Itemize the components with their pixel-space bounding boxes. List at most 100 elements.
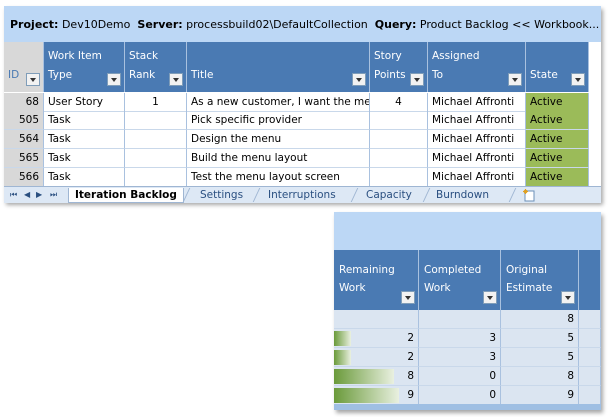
column-header-title-label: Title — [191, 69, 214, 81]
column-header-state[interactable]: State — [526, 42, 589, 92]
cell-title[interactable]: Build the menu layout — [187, 149, 370, 168]
tab-settings[interactable]: Settings — [200, 189, 244, 201]
cell-points[interactable] — [370, 168, 428, 187]
cell-completed[interactable]: 0 — [419, 367, 501, 386]
query-value: Product Backlog << Workbook... — [419, 18, 600, 31]
remaining-filter-dropdown-icon[interactable] — [401, 291, 415, 304]
cell-completed[interactable]: 3 — [419, 348, 501, 367]
cell-state[interactable]: Active — [526, 149, 589, 168]
cell-points[interactable] — [370, 130, 428, 149]
cell-original[interactable]: 8 — [501, 367, 579, 386]
cell-pad — [579, 367, 601, 386]
cell-assigned[interactable]: Michael Affronti — [428, 168, 526, 187]
cell-original[interactable]: 5 — [501, 348, 579, 367]
cell-state[interactable]: Active — [526, 93, 589, 112]
cell-assigned[interactable]: Michael Affronti — [428, 111, 526, 130]
cell-type[interactable]: User Story — [44, 93, 125, 112]
cell-rank[interactable] — [125, 149, 187, 168]
cell-assigned[interactable]: Michael Affronti — [428, 93, 526, 112]
cell-id[interactable]: 565 — [4, 149, 44, 168]
column-header-assigned-to[interactable]: Assigned To — [428, 42, 526, 92]
first-sheet-icon[interactable]: ⏮ — [10, 190, 18, 199]
cell-completed-value: 3 — [489, 332, 496, 344]
cell-rank[interactable] — [125, 111, 187, 130]
cell-points[interactable] — [370, 149, 428, 168]
rank-filter-dropdown-icon[interactable] — [169, 73, 183, 86]
cell-assigned[interactable]: Michael Affronti — [428, 149, 526, 168]
cell-rank[interactable] — [125, 130, 187, 149]
column-header-id[interactable]: ID — [4, 42, 44, 92]
cell-rank[interactable] — [125, 168, 187, 187]
cell-assigned[interactable]: Michael Affronti — [428, 130, 526, 149]
cell-remaining[interactable] — [334, 310, 419, 329]
column-header-work-item-type[interactable]: Work Item Type — [44, 42, 125, 92]
cell-type[interactable]: Task — [44, 130, 125, 149]
cell-original[interactable]: 8 — [501, 310, 579, 329]
completed-filter-dropdown-icon[interactable] — [483, 291, 497, 304]
cell-remaining[interactable]: 2 — [334, 348, 419, 367]
query-label: Query: — [374, 18, 417, 31]
id-filter-dropdown-icon[interactable] — [26, 73, 40, 86]
table-row[interactable]: 8 — [334, 310, 601, 329]
points-filter-dropdown-icon[interactable] — [410, 73, 424, 86]
cell-id[interactable]: 505 — [4, 111, 44, 130]
cell-id[interactable]: 68 — [4, 93, 44, 112]
original-filter-dropdown-icon[interactable] — [561, 291, 575, 304]
title-filter-dropdown-icon[interactable] — [352, 73, 366, 86]
cell-title[interactable]: Pick specific provider — [187, 111, 370, 130]
cell-remaining[interactable]: 8 — [334, 367, 419, 386]
tab-capacity[interactable]: Capacity — [366, 189, 412, 201]
cell-original[interactable]: 5 — [501, 329, 579, 348]
cell-id[interactable]: 564 — [4, 130, 44, 149]
cell-id[interactable]: 566 — [4, 168, 44, 187]
project-value: Dev10Demo — [61, 18, 131, 31]
cell-type[interactable]: Task — [44, 111, 125, 130]
cell-title[interactable]: Test the menu layout screen — [187, 168, 370, 187]
prev-sheet-icon[interactable]: ◀ — [24, 190, 31, 199]
cell-completed[interactable]: 0 — [419, 386, 501, 405]
column-header-remaining-work[interactable]: Remaining Work — [334, 250, 419, 310]
last-sheet-icon[interactable]: ⏭ — [50, 190, 58, 199]
cell-original[interactable]: 9 — [501, 386, 579, 405]
cell-completed[interactable]: 3 — [419, 329, 501, 348]
cell-completed-value: 3 — [489, 351, 496, 363]
column-header-story-points[interactable]: Story Points — [370, 42, 428, 92]
new-sheet-icon[interactable] — [522, 188, 538, 202]
cell-points[interactable] — [370, 111, 428, 130]
column-header-completed-work[interactable]: Completed Work — [419, 250, 501, 310]
cell-remaining[interactable]: 2 — [334, 329, 419, 348]
cell-state[interactable]: Active — [526, 130, 589, 149]
type-filter-dropdown-icon[interactable] — [107, 73, 121, 86]
cell-type[interactable]: Task — [44, 149, 125, 168]
column-header-stack-rank[interactable]: Stack Rank — [125, 42, 187, 92]
next-sheet-icon[interactable]: ▶ — [36, 190, 43, 199]
cell-title[interactable]: Design the menu — [187, 130, 370, 149]
cell-state[interactable]: Active — [526, 168, 589, 187]
assigned-filter-dropdown-icon[interactable] — [508, 73, 522, 86]
tab-interruptions[interactable]: Interruptions — [268, 189, 336, 201]
cell-type[interactable]: Task — [44, 168, 125, 187]
column-header-title[interactable]: Title — [187, 42, 370, 92]
cell-state[interactable]: Active — [526, 111, 589, 130]
tab-burndown[interactable]: Burndown — [436, 189, 489, 201]
cell-completed[interactable] — [419, 310, 501, 329]
cell-points[interactable]: 4 — [370, 93, 428, 112]
cell-title[interactable]: As a new customer, I want the me — [187, 93, 370, 112]
column-header-original-estimate[interactable]: Original Estimate — [501, 250, 579, 310]
cell-rank[interactable]: 1 — [125, 93, 187, 112]
tab-iteration-backlog[interactable]: Iteration Backlog — [68, 188, 184, 203]
cell-remaining[interactable]: 9 — [334, 386, 419, 405]
sheet-tab-bar: ⏮ ◀ ▶ ⏭ Iteration Backlog Settings Inter… — [4, 186, 601, 203]
remaining-work-data-bar — [334, 350, 351, 365]
tab-separator — [508, 188, 517, 202]
state-filter-dropdown-icon[interactable] — [571, 73, 585, 86]
